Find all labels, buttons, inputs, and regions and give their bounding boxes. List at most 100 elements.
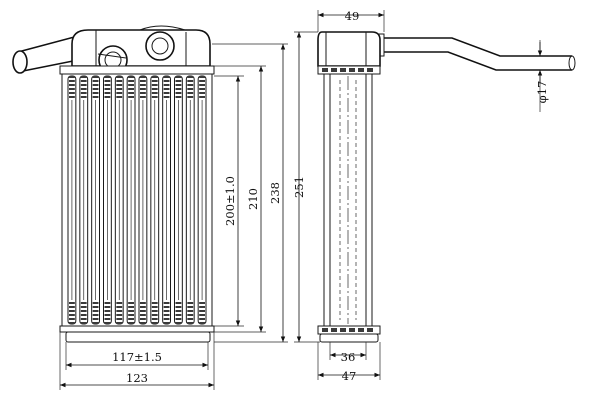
fin-band [151,92,158,94]
fin-band [163,306,170,308]
fin-band [199,306,205,308]
fin-band [69,88,75,90]
side-top-fins [322,68,373,72]
fin-band [104,76,111,78]
fin-band [116,96,123,98]
fin-band [140,92,146,94]
fin-band [187,318,194,320]
fin-band [187,306,194,308]
fin-band [163,76,170,78]
fin-band [163,84,170,86]
side-fin [331,328,337,332]
fin-band [128,314,134,316]
side-fin [367,68,373,72]
side-fin [322,328,328,332]
side-fin [322,68,328,72]
fin-band [80,96,87,98]
fin-band [80,84,87,86]
fin-band [187,88,194,90]
fin-band [69,96,75,98]
fin-band [128,302,134,304]
fin-band [69,318,75,320]
fin-band [80,310,87,312]
fin-band [116,302,123,304]
fin-band [80,88,87,90]
fin-band [175,302,182,304]
fin-band [187,84,194,86]
fin-band [199,96,205,98]
fin-band [69,314,75,316]
fin-band [69,302,75,304]
fin-band [175,80,182,82]
fin-band [80,314,87,316]
fin-band [116,314,123,316]
fin-band [199,318,205,320]
fin-band [199,302,205,304]
fin-band [151,76,158,78]
dim-117-label: 117±1.5 [112,350,162,364]
fin-band [92,88,99,90]
core-tubes [67,75,207,325]
top-header-plate [59,65,215,75]
side-fin [349,68,355,72]
dim-210-label: 210 [246,188,260,210]
side-fin [358,68,364,72]
side-bottom-tank [319,333,379,343]
fin-band [140,84,146,86]
fin-band [80,318,87,320]
fin-band [128,322,134,324]
fin-band [92,76,99,78]
fin-band [92,318,99,320]
fin-band [80,322,87,324]
bottom-tank [65,331,211,343]
fin-band [199,92,205,94]
fin-band [151,322,158,324]
fin-band [151,80,158,82]
side-bottom-fins [322,328,373,332]
fin-band [116,306,123,308]
fin-band [92,302,99,304]
fin-band [80,92,87,94]
fin-band [69,76,75,78]
side-dimensions: 49 251 φ17 36 47 [292,9,549,383]
fin-band [116,76,123,78]
fin-band [140,318,146,320]
front-view [12,25,215,343]
fin-band [116,88,123,90]
top-tank [71,25,211,67]
fin-band [163,88,170,90]
fin-band [104,306,111,308]
dim-phi17-label: φ17 [535,81,549,104]
fin-band [151,88,158,90]
dim-123-label: 123 [126,371,148,385]
fin-band [199,76,205,78]
fin-band [80,302,87,304]
fin-band [151,96,158,98]
fin-band [199,314,205,316]
dim-36-label: 36 [341,350,356,364]
pipe-openings [97,31,175,75]
fin-band [116,318,123,320]
fin-band [104,96,111,98]
fin-band [92,310,99,312]
fin-band [128,306,134,308]
fin-band [140,306,146,308]
fin-band [80,76,87,78]
fin-band [140,302,146,304]
fin-band [199,310,205,312]
fin-band [116,80,123,82]
fin-band [163,92,170,94]
fin-band [69,92,75,94]
fin-band [140,76,146,78]
fin-band [151,302,158,304]
fin-band [175,92,182,94]
fin-band [175,76,182,78]
fin-band [128,80,134,82]
fin-band [175,322,182,324]
fin-band [140,310,146,312]
fin-band [92,84,99,86]
fin-band [187,322,194,324]
side-fin [340,328,346,332]
fin-band [69,306,75,308]
dim-47-label: 47 [342,369,357,383]
